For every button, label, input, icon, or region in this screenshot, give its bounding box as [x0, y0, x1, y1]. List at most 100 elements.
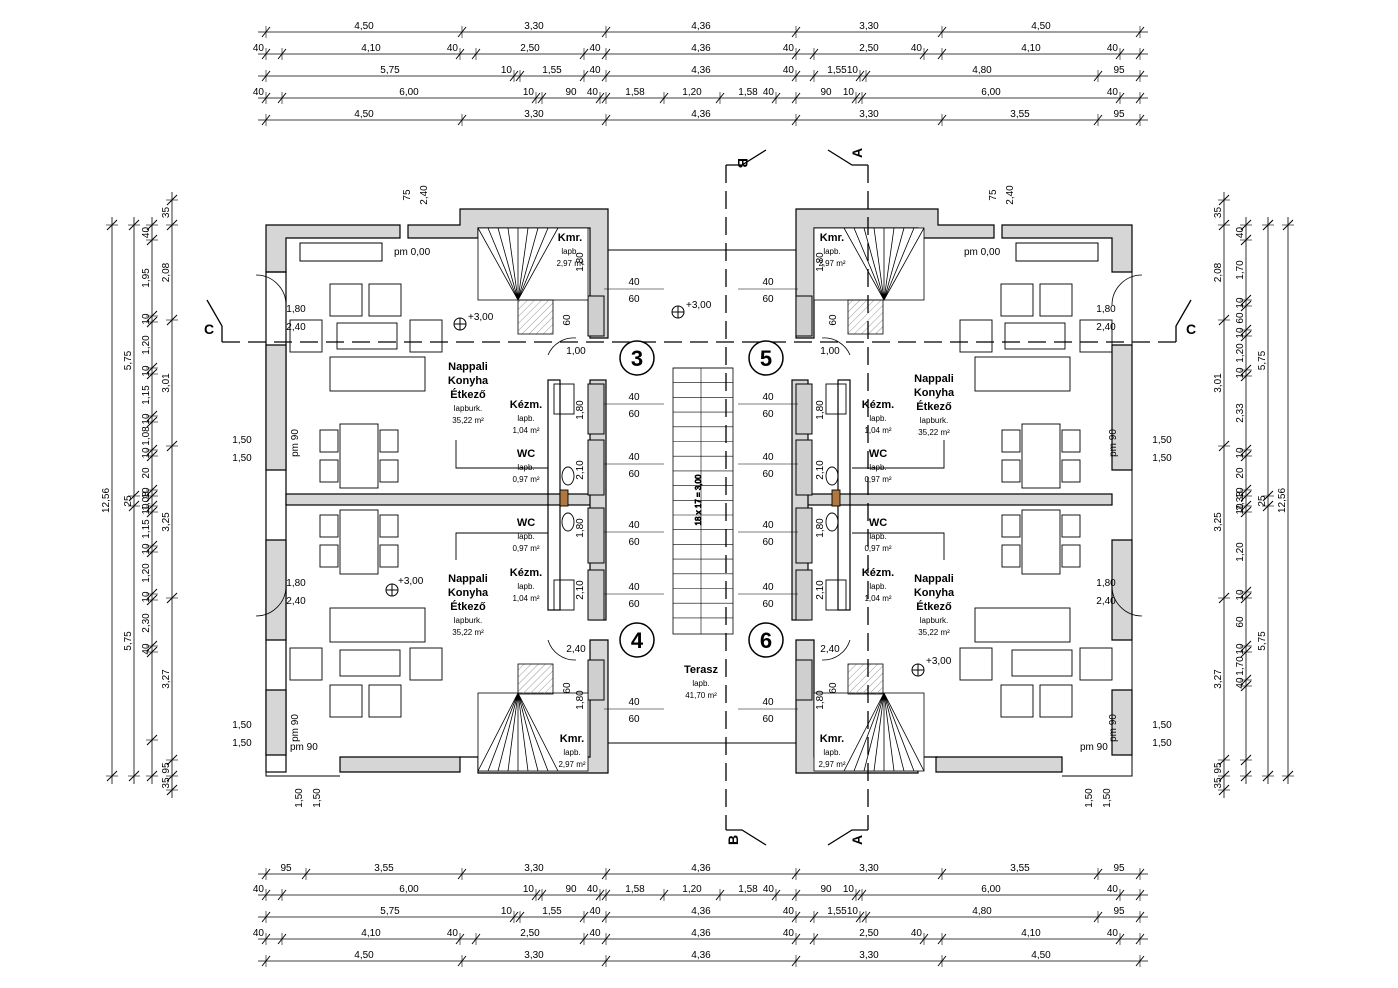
section-a-top: A	[849, 148, 865, 158]
wc-floor: lapb.	[517, 463, 534, 472]
kitchen-label: Konyha	[914, 587, 955, 599]
top-dimension-label: 10	[523, 87, 535, 98]
unit-number-4: 4	[631, 628, 644, 653]
bottom-dimension-label: 4,36	[691, 906, 711, 917]
bottom-dimension-label: 3,30	[859, 863, 879, 874]
level-plus-300: +3,00	[926, 656, 952, 667]
opening-dimension: 2,40	[1096, 596, 1116, 607]
opening-dimension: 40	[628, 277, 640, 288]
opening-dimension: 60	[628, 469, 640, 480]
unit-markers	[619, 340, 784, 658]
bottom-dimension-label: 4,80	[972, 906, 992, 917]
section-a-bottom: A	[849, 835, 865, 845]
level-plus-300: +3,00	[398, 576, 424, 587]
section-lines	[222, 165, 1176, 830]
kitchen-label: Konyha	[448, 375, 489, 387]
level-pm-right: pm 0,00	[964, 247, 1001, 258]
top-dimension-label: 40	[253, 87, 265, 98]
top-dimension-label: 2,50	[859, 43, 879, 54]
window-level: pm 90	[290, 429, 301, 457]
door-swings	[255, 274, 1143, 661]
dining-label: Étkező	[450, 388, 486, 401]
opening-dimension: 1,50	[312, 788, 323, 808]
top-dimension-label: 3,30	[524, 109, 544, 120]
opening-dimension: 1,00	[566, 346, 586, 357]
top-dimension-label: 1,58	[738, 87, 758, 98]
top-dimension-label: 4,50	[354, 21, 374, 32]
bottom-dimension-label: 4,10	[361, 928, 381, 939]
opening-dimension: 2,40	[566, 644, 586, 655]
bottom-dimension-label: 10	[501, 906, 513, 917]
top-dimension-label: 6,00	[399, 87, 419, 98]
level-pm-90: pm 90	[290, 742, 318, 753]
top-dimension-label: 1,55	[827, 65, 847, 76]
washroom-area: 1,04 m²	[512, 594, 539, 603]
window-level: pm 90	[1108, 714, 1119, 742]
wc-label: WC	[517, 517, 535, 529]
opening-dimension: 1,80	[575, 690, 586, 710]
washroom-area: 1,04 m²	[864, 426, 891, 435]
opening-dimension: 1,80	[815, 690, 826, 710]
right-detail-label: 2,33	[1235, 491, 1246, 511]
bottom-dimension-label: 4,50	[1031, 950, 1051, 961]
right-detail-label: 40	[1235, 677, 1246, 689]
left-detail-label: 1,08	[141, 426, 152, 446]
level-labels: pm 0,00 pm 0,00 +3,00 +3,00 +3,00 +3,00 …	[290, 247, 1108, 753]
bottom-dimension-label: 6,00	[981, 884, 1001, 895]
top-dimension-label: 4,10	[1021, 43, 1041, 54]
opening-dimension: 60	[562, 682, 573, 694]
washroom-area: 1,04 m²	[864, 594, 891, 603]
bottom-dimension-label: 40	[589, 906, 601, 917]
bottom-dimension-label: 6,00	[399, 884, 419, 895]
kitchen-label: Konyha	[448, 587, 489, 599]
right-detail-label: 60	[1235, 312, 1246, 324]
right-openings-label: 2,08	[1213, 262, 1224, 282]
opening-dimension: 2,40	[1005, 185, 1016, 205]
bottom-dimension-label: 10	[847, 906, 859, 917]
bottom-dimension-label: 2,50	[859, 928, 879, 939]
top-dimension-label: 40	[763, 87, 775, 98]
right-detail-label: 1,20	[1235, 542, 1246, 562]
floor-type: lapburk.	[454, 404, 482, 413]
opening-dimension: 60	[628, 599, 640, 610]
pantry-area: 2,97 m²	[556, 259, 583, 268]
left-detail-label: 1,95	[141, 268, 152, 288]
bottom-dimension-label: 3,30	[859, 950, 879, 961]
living-label: Nappali	[914, 373, 954, 385]
wall-window-markers	[299, 242, 1099, 701]
right-inner-label: 5,75	[1257, 631, 1268, 651]
top-dimension-label: 40	[783, 65, 795, 76]
opening-dimension: 40	[628, 697, 640, 708]
section-c-right: C	[1186, 321, 1196, 337]
wc-floor: lapb.	[517, 532, 534, 541]
top-dimension-label: 5,75	[380, 65, 400, 76]
washroom-label: Kézm.	[862, 567, 894, 579]
top-dimension-label: 4,80	[972, 65, 992, 76]
wc-area: 0,97 m²	[512, 475, 539, 484]
top-dimension-label: 1,58	[625, 87, 645, 98]
opening-labels: 1,802,401,802,401,802,401,802,401,501,50…	[232, 185, 1172, 808]
right-openings-label: 3,27	[1213, 669, 1224, 689]
left-detail-label: 10	[141, 447, 152, 459]
bottom-dimension-label: 1,55	[827, 906, 847, 917]
pantry-label: Kmr.	[820, 232, 844, 244]
opening-dimension: 75	[988, 189, 999, 201]
opening-dimension: 1,80	[575, 252, 586, 272]
left-detail-label: 1,15	[141, 519, 152, 539]
wc-label: WC	[869, 517, 887, 529]
washroom-label: Kézm.	[862, 399, 894, 411]
opening-dimension: 60	[762, 294, 774, 305]
stairs-left-bottom	[477, 663, 589, 772]
opening-dimension: 1,80	[1096, 304, 1116, 315]
pantry-label: Kmr.	[558, 232, 582, 244]
opening-dimension: 60	[828, 314, 839, 326]
top-dimension-label: 1,55	[542, 65, 562, 76]
top-dimension-label: 10	[501, 65, 513, 76]
top-dimension-label: 4,36	[691, 65, 711, 76]
top-dimension-label: 40	[1107, 87, 1119, 98]
opening-dimension: 1,50	[294, 788, 305, 808]
dining-label: Étkező	[916, 400, 952, 413]
bottom-dimension-label: 90	[565, 884, 577, 895]
opening-dimension: 40	[628, 582, 640, 593]
left-detail-label: 10	[141, 313, 152, 325]
